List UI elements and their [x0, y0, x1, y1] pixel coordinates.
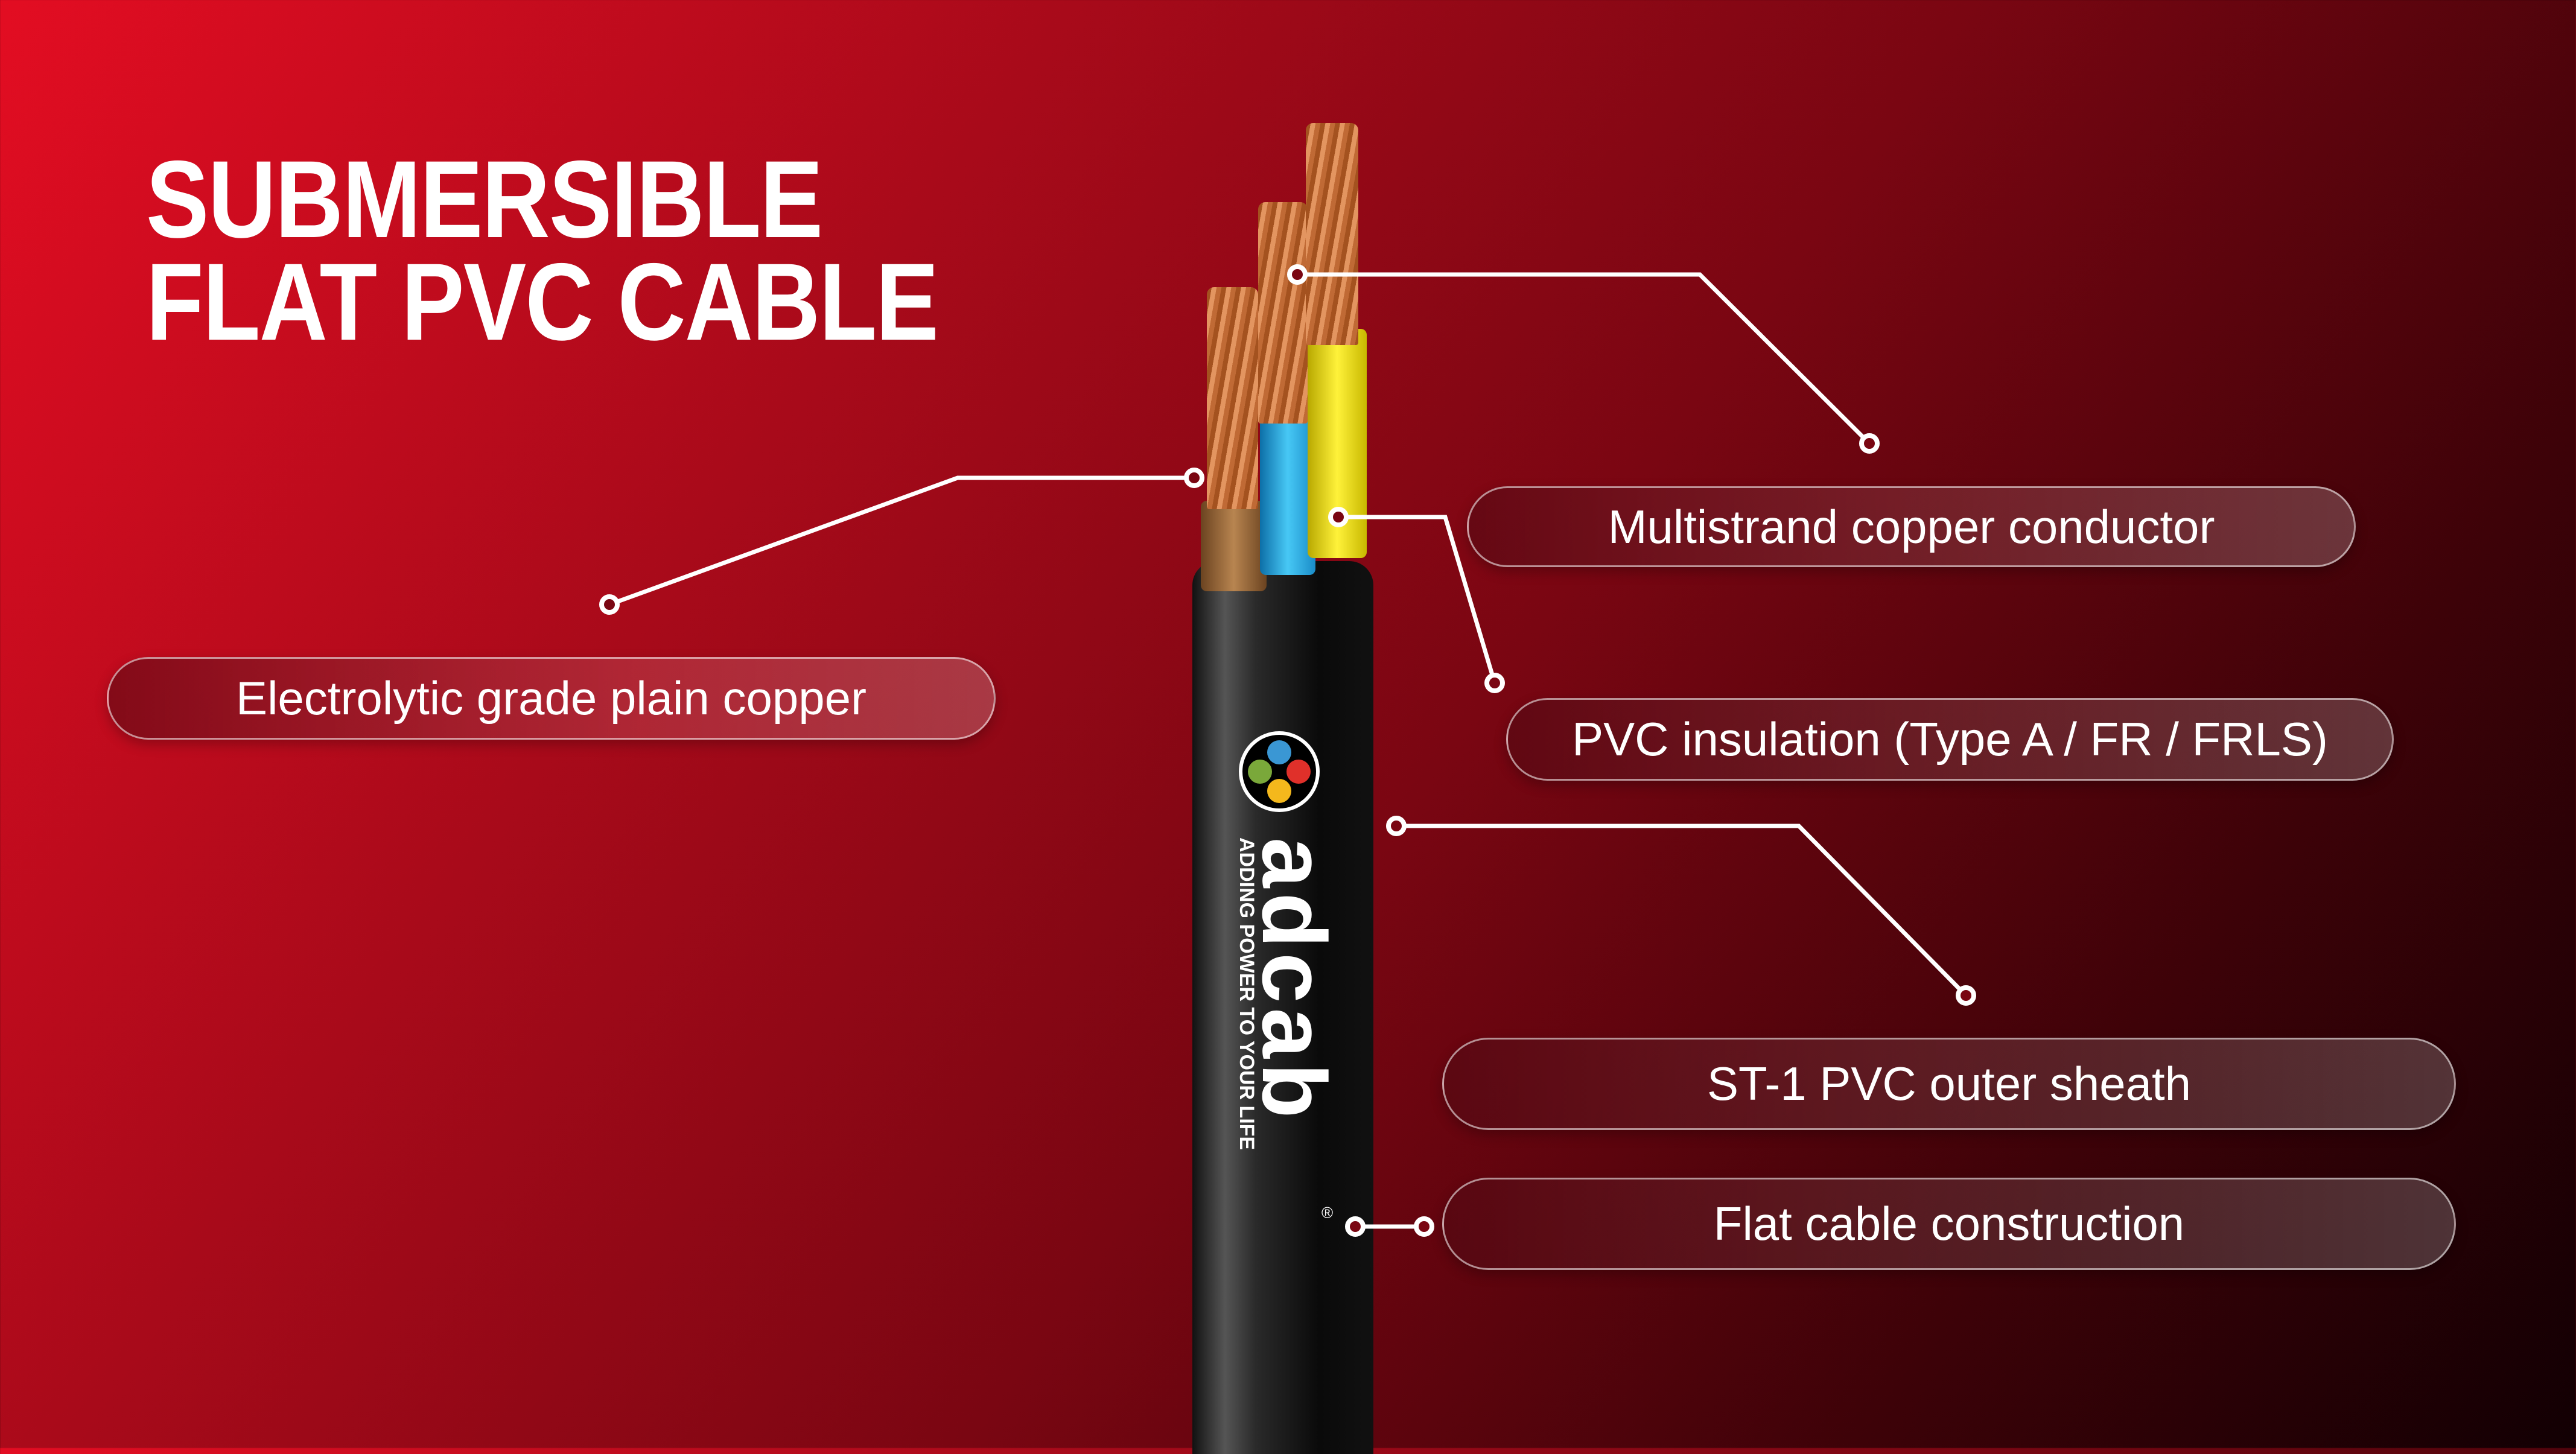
brand-tagline: ADDING POWER TO YOUR LIFE — [1235, 837, 1258, 1151]
label-pvc-insulation: PVC insulation (Type A / FR / FRLS) — [1506, 698, 2394, 781]
brand-logo-icon — [1239, 731, 1320, 812]
registered-mark: ® — [1321, 1204, 1334, 1222]
cable-outer-sheath — [1192, 561, 1373, 1454]
title-line-1: SUBMERSIBLE — [146, 138, 823, 261]
title-line-2: FLAT PVC CABLE — [146, 240, 939, 363]
blue-insulation — [1260, 410, 1315, 575]
copper-conductor-3 — [1306, 123, 1358, 345]
label-outer-sheath: ST-1 PVC outer sheath — [1442, 1038, 2456, 1130]
label-electrolytic-copper: Electrolytic grade plain copper — [107, 657, 996, 740]
label-multistrand-conductor: Multistrand copper conductor — [1467, 486, 2356, 567]
brand-name: adcab — [1244, 837, 1345, 1123]
copper-conductor-2 — [1258, 202, 1308, 424]
page-title: SUBMERSIBLE FLAT PVC CABLE — [146, 138, 939, 363]
copper-conductor-1 — [1207, 287, 1258, 509]
brown-insulation — [1201, 501, 1267, 591]
label-flat-construction: Flat cable construction — [1442, 1178, 2456, 1270]
